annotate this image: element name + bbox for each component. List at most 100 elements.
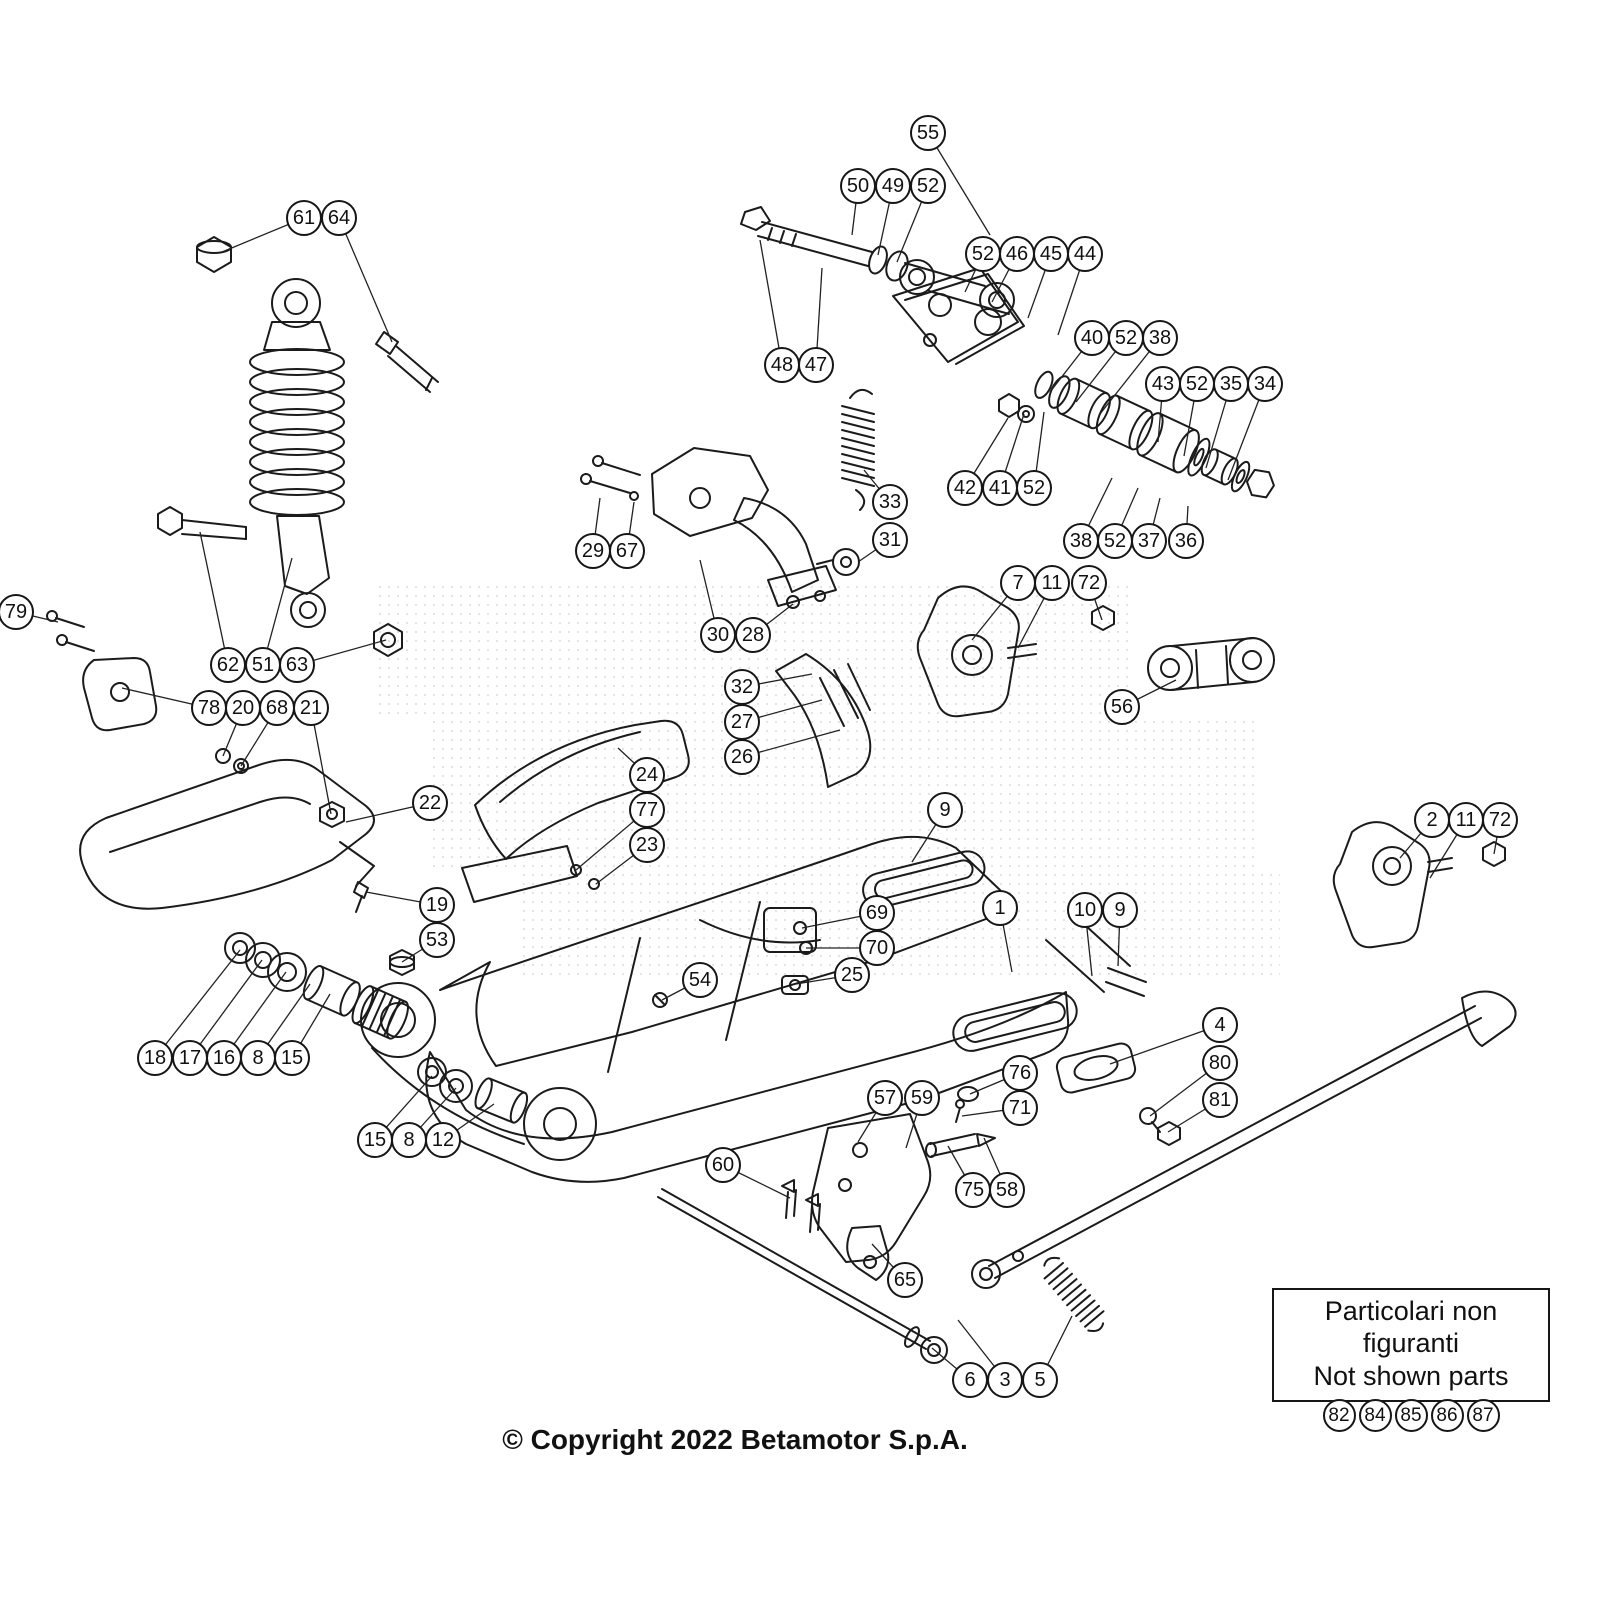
callout-45: 45 (1033, 236, 1069, 272)
callout-8: 8 (240, 1040, 276, 1076)
callout-46: 46 (999, 236, 1035, 272)
not-shown-part-87: 87 (1466, 1399, 1500, 1433)
callout-50: 50 (840, 168, 876, 204)
swingarm (360, 835, 1147, 1183)
callout-51: 51 (245, 647, 281, 683)
callout-62: 62 (210, 647, 246, 683)
callout-48: 48 (764, 347, 800, 383)
callout-8: 8 (391, 1122, 427, 1158)
callout-3: 3 (987, 1362, 1023, 1398)
copyright-text: © Copyright 2022 Betamotor S.p.A. (502, 1424, 968, 1455)
callout-23: 23 (629, 827, 665, 863)
callout-20: 20 (225, 690, 261, 726)
side-stand (971, 990, 1517, 1289)
callout-79: 79 (0, 594, 34, 630)
callout-64: 64 (321, 200, 357, 236)
callout-7: 7 (1000, 565, 1036, 601)
callout-52: 52 (965, 236, 1001, 272)
callout-32: 32 (724, 669, 760, 705)
callout-52: 52 (1097, 523, 1133, 559)
callout-10: 10 (1067, 892, 1103, 928)
chain-guide (461, 719, 690, 903)
stand-bracket (781, 1113, 996, 1281)
not-shown-parts-box: Particolari non figuranti Not shown part… (1272, 1288, 1550, 1433)
callout-78: 78 (191, 690, 227, 726)
callout-11: 11 (1034, 565, 1070, 601)
callout-76: 76 (1002, 1055, 1038, 1091)
callout-77: 77 (629, 792, 665, 828)
callout-15: 15 (274, 1040, 310, 1076)
callout-52: 52 (1108, 320, 1144, 356)
callout-72: 72 (1071, 565, 1107, 601)
callout-5: 5 (1022, 1362, 1058, 1398)
callout-59: 59 (904, 1080, 940, 1116)
chain-tensioner (580, 447, 860, 609)
bracket-7 (916, 585, 1115, 718)
chain-adjuster (1055, 1042, 1181, 1146)
callout-19: 19 (419, 887, 455, 923)
callout-11: 11 (1448, 802, 1484, 838)
callout-6: 6 (952, 1362, 988, 1398)
not-shown-part-85: 85 (1394, 1399, 1428, 1433)
stand-spring (1043, 1256, 1105, 1333)
callout-12: 12 (425, 1122, 461, 1158)
callout-30: 30 (700, 617, 736, 653)
callout-63: 63 (279, 647, 315, 683)
callout-26: 26 (724, 739, 760, 775)
callout-56: 56 (1104, 689, 1140, 725)
linkage-assembly (740, 206, 1035, 423)
callout-36: 36 (1168, 523, 1204, 559)
axle-spacers (224, 932, 529, 1124)
callout-80: 80 (1202, 1045, 1238, 1081)
callout-31: 31 (872, 522, 908, 558)
callout-9: 9 (1102, 892, 1138, 928)
callout-25: 25 (834, 957, 870, 993)
chain-guard-vane (775, 653, 872, 788)
callout-29: 29 (575, 533, 611, 569)
not-shown-title-it: Particolari non figuranti (1324, 1296, 1498, 1359)
callout-18: 18 (137, 1040, 173, 1076)
cap-and-screw (955, 1086, 979, 1123)
callout-53: 53 (419, 922, 455, 958)
callout-58: 58 (989, 1172, 1025, 1208)
callout-75: 75 (955, 1172, 991, 1208)
callout-34: 34 (1247, 366, 1283, 402)
callout-71: 71 (1002, 1090, 1038, 1126)
callout-21: 21 (293, 690, 329, 726)
callout-69: 69 (859, 895, 895, 931)
not-shown-part-86: 86 (1430, 1399, 1464, 1433)
not-shown-part-84: 84 (1358, 1399, 1392, 1433)
guard-78 (82, 657, 345, 828)
callout-16: 16 (206, 1040, 242, 1076)
roller-56 (1147, 637, 1275, 691)
callout-72: 72 (1482, 802, 1518, 838)
callout-67: 67 (609, 533, 645, 569)
shock-absorber (157, 236, 439, 657)
callout-35: 35 (1213, 366, 1249, 402)
callout-38: 38 (1063, 523, 1099, 559)
callout-54: 54 (682, 962, 718, 998)
callout-65: 65 (887, 1262, 923, 1298)
callout-17: 17 (172, 1040, 208, 1076)
callout-60: 60 (705, 1147, 741, 1183)
callout-47: 47 (798, 347, 834, 383)
callout-41: 41 (982, 470, 1018, 506)
callout-33: 33 (872, 484, 908, 520)
callout-68: 68 (259, 690, 295, 726)
callout-52: 52 (910, 168, 946, 204)
pivot-shaft (657, 1188, 948, 1364)
callout-70: 70 (859, 930, 895, 966)
callout-22: 22 (412, 785, 448, 821)
callout-28: 28 (735, 617, 771, 653)
callout-57: 57 (867, 1080, 903, 1116)
callout-2: 2 (1414, 802, 1450, 838)
spring-33 (841, 388, 875, 511)
callout-38: 38 (1142, 320, 1178, 356)
not-shown-title-en: Not shown parts (1313, 1360, 1509, 1391)
callout-4: 4 (1202, 1007, 1238, 1043)
not-shown-part-82: 82 (1322, 1399, 1356, 1433)
callout-42: 42 (947, 470, 983, 506)
